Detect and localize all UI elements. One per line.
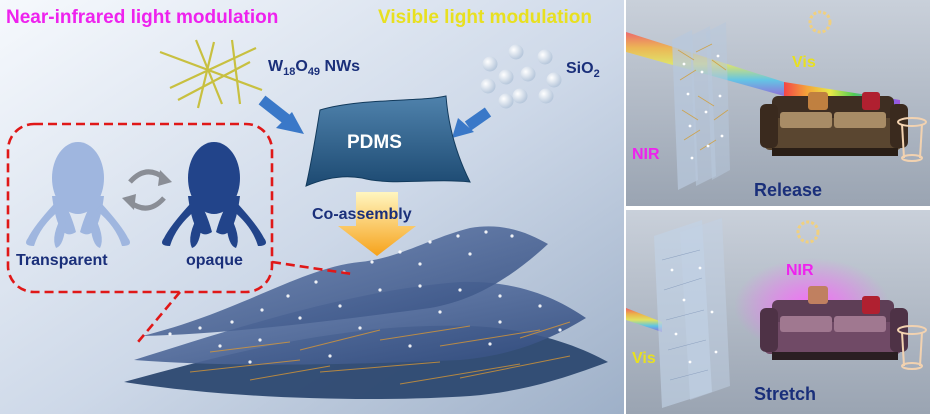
- stretch-film-stack: [654, 218, 730, 408]
- transparent-octopus-icon: [26, 142, 130, 248]
- stretch-sofa: [760, 286, 908, 360]
- vis-modulation-title: Visible light modulation: [378, 7, 592, 28]
- w18o49-sub1: 18: [283, 66, 296, 79]
- stretch-vis-label: Vis: [632, 350, 656, 367]
- nir-modulation-title: Near-infrared light modulation: [6, 7, 279, 28]
- release-sofa: [760, 92, 908, 156]
- nanowire-to-pdms-arrow: [258, 95, 304, 134]
- sio2-base: SiO: [566, 60, 594, 77]
- state-callout-box: [6, 122, 274, 294]
- sio2-label: SiO2: [566, 60, 600, 80]
- release-side-table: [897, 117, 927, 162]
- w18o49-sub2: 49: [307, 66, 321, 79]
- release-light-ring: [808, 10, 832, 34]
- stretch-nir-label: NIR: [786, 262, 814, 279]
- stretch-vis-beam: [626, 308, 662, 332]
- panel-divider-horizontal: [626, 206, 930, 210]
- cycle-arrowhead-top: [158, 170, 172, 186]
- opaque-octopus-icon: [162, 142, 266, 248]
- w18o49-nanowires-icon: [159, 39, 263, 109]
- w18o49-base: W: [268, 58, 284, 75]
- release-vis-label: Vis: [792, 54, 816, 71]
- callout-connector-bottom: [137, 291, 181, 343]
- sio2-sub: 2: [593, 68, 600, 81]
- stretch-title: Stretch: [754, 384, 817, 404]
- coassembly-label: Co-assembly: [312, 206, 412, 223]
- cycle-arrowhead-bottom: [122, 194, 136, 210]
- pdms-label: PDMS: [347, 132, 402, 153]
- sio2-spheres-icon: [480, 44, 562, 109]
- w18o49-mid: O: [295, 58, 308, 75]
- layered-film: [124, 226, 608, 400]
- stretch-light-ring: [796, 220, 820, 244]
- release-film-stack: [672, 22, 730, 190]
- w18o49-suffix: NWs: [320, 58, 361, 75]
- sio2-to-pdms-arrow: [452, 107, 492, 138]
- opaque-label: opaque: [186, 252, 243, 269]
- panel-divider-vertical: [624, 0, 626, 414]
- release-nir-label: NIR: [632, 146, 660, 163]
- stretch-side-table: [897, 325, 927, 370]
- release-title: Release: [754, 180, 823, 200]
- coassembly-arrow: [338, 192, 416, 256]
- transparent-label: Transparent: [16, 252, 108, 269]
- pdms-sheet: [305, 95, 471, 187]
- w18o49-label: W18O49 NWs: [268, 58, 360, 78]
